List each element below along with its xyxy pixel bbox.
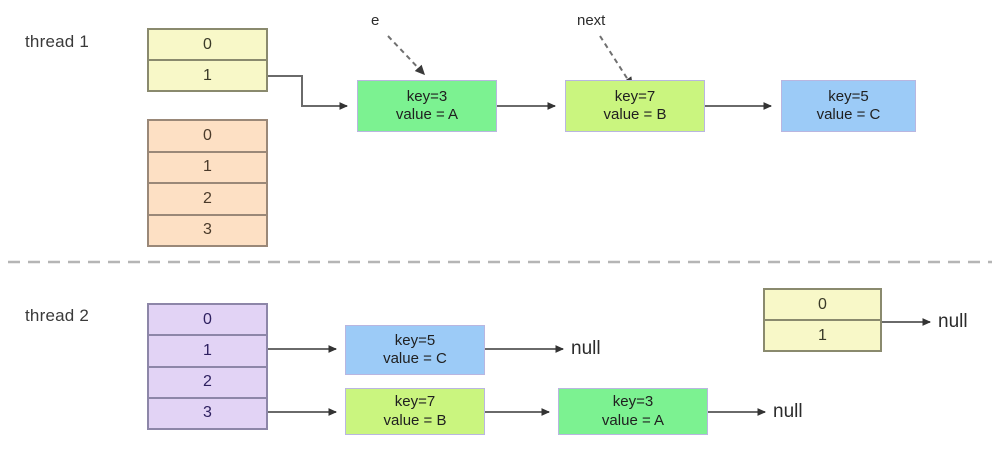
node-key: key=7 [614,87,656,105]
node-key: key=7 [394,393,436,411]
node-key-5[interactable]: key=5 value = C [781,80,916,132]
node-value: value = C [383,350,447,367]
bucket-row[interactable]: 3 [203,404,212,422]
arrow-bucket1-to-key3 [268,75,349,110]
node-value: value = B [383,411,447,429]
thread1-old-bucket-table[interactable]: 0 1 [147,28,268,92]
bucket-row[interactable]: 2 [149,184,266,216]
dashed-arrow-e [387,35,426,76]
node-key-3[interactable]: key=3 value = A [357,80,497,132]
null-label-oldtable: null [938,311,968,332]
node-key: key=3 [612,393,654,411]
bucket-row[interactable]: 1 [149,336,266,368]
node-key-7[interactable]: key=7 value = B [565,80,705,132]
null-label-bucket1: null [571,338,601,359]
thread1-label: thread 1 [25,32,89,51]
bucket-row[interactable]: 1 [203,66,212,84]
node-key: key=5 [394,331,436,349]
dashed-arrow-next [599,35,633,88]
thread1-new-bucket-table[interactable]: 0 1 2 3 [147,119,268,247]
bucket-row[interactable]: 0 [149,305,266,337]
bucket-row[interactable]: 0 [765,290,880,321]
thread2-old-bucket-table[interactable]: 0 1 [763,288,882,352]
node-key-7-thread2[interactable]: key=7 value = B [345,388,485,435]
node-value: value = C [816,106,881,123]
node-key-5-thread2[interactable]: key=5 value = C [345,325,485,375]
bucket-row[interactable]: 1 [149,153,266,184]
node-value: value = A [395,106,459,123]
node-key: key=3 [406,87,448,105]
node-key: key=5 [828,87,869,105]
bucket-row[interactable]: 2 [149,368,266,399]
pointer-label-e: e [371,12,380,29]
null-label-bucket3: null [773,401,803,422]
bucket-row[interactable]: 0 [149,30,266,61]
pointer-label-next: next [577,12,606,29]
node-key-3-thread2[interactable]: key=3 value = A [558,388,708,435]
bucket-row[interactable]: 0 [149,121,266,153]
thread2-label: thread 2 [25,306,89,325]
bucket-row[interactable]: 1 [818,326,827,344]
node-value: value = B [603,106,667,123]
thread2-new-bucket-table[interactable]: 0 1 2 3 [147,303,268,430]
node-value: value = A [601,411,665,429]
bucket-row[interactable]: 3 [203,221,212,239]
